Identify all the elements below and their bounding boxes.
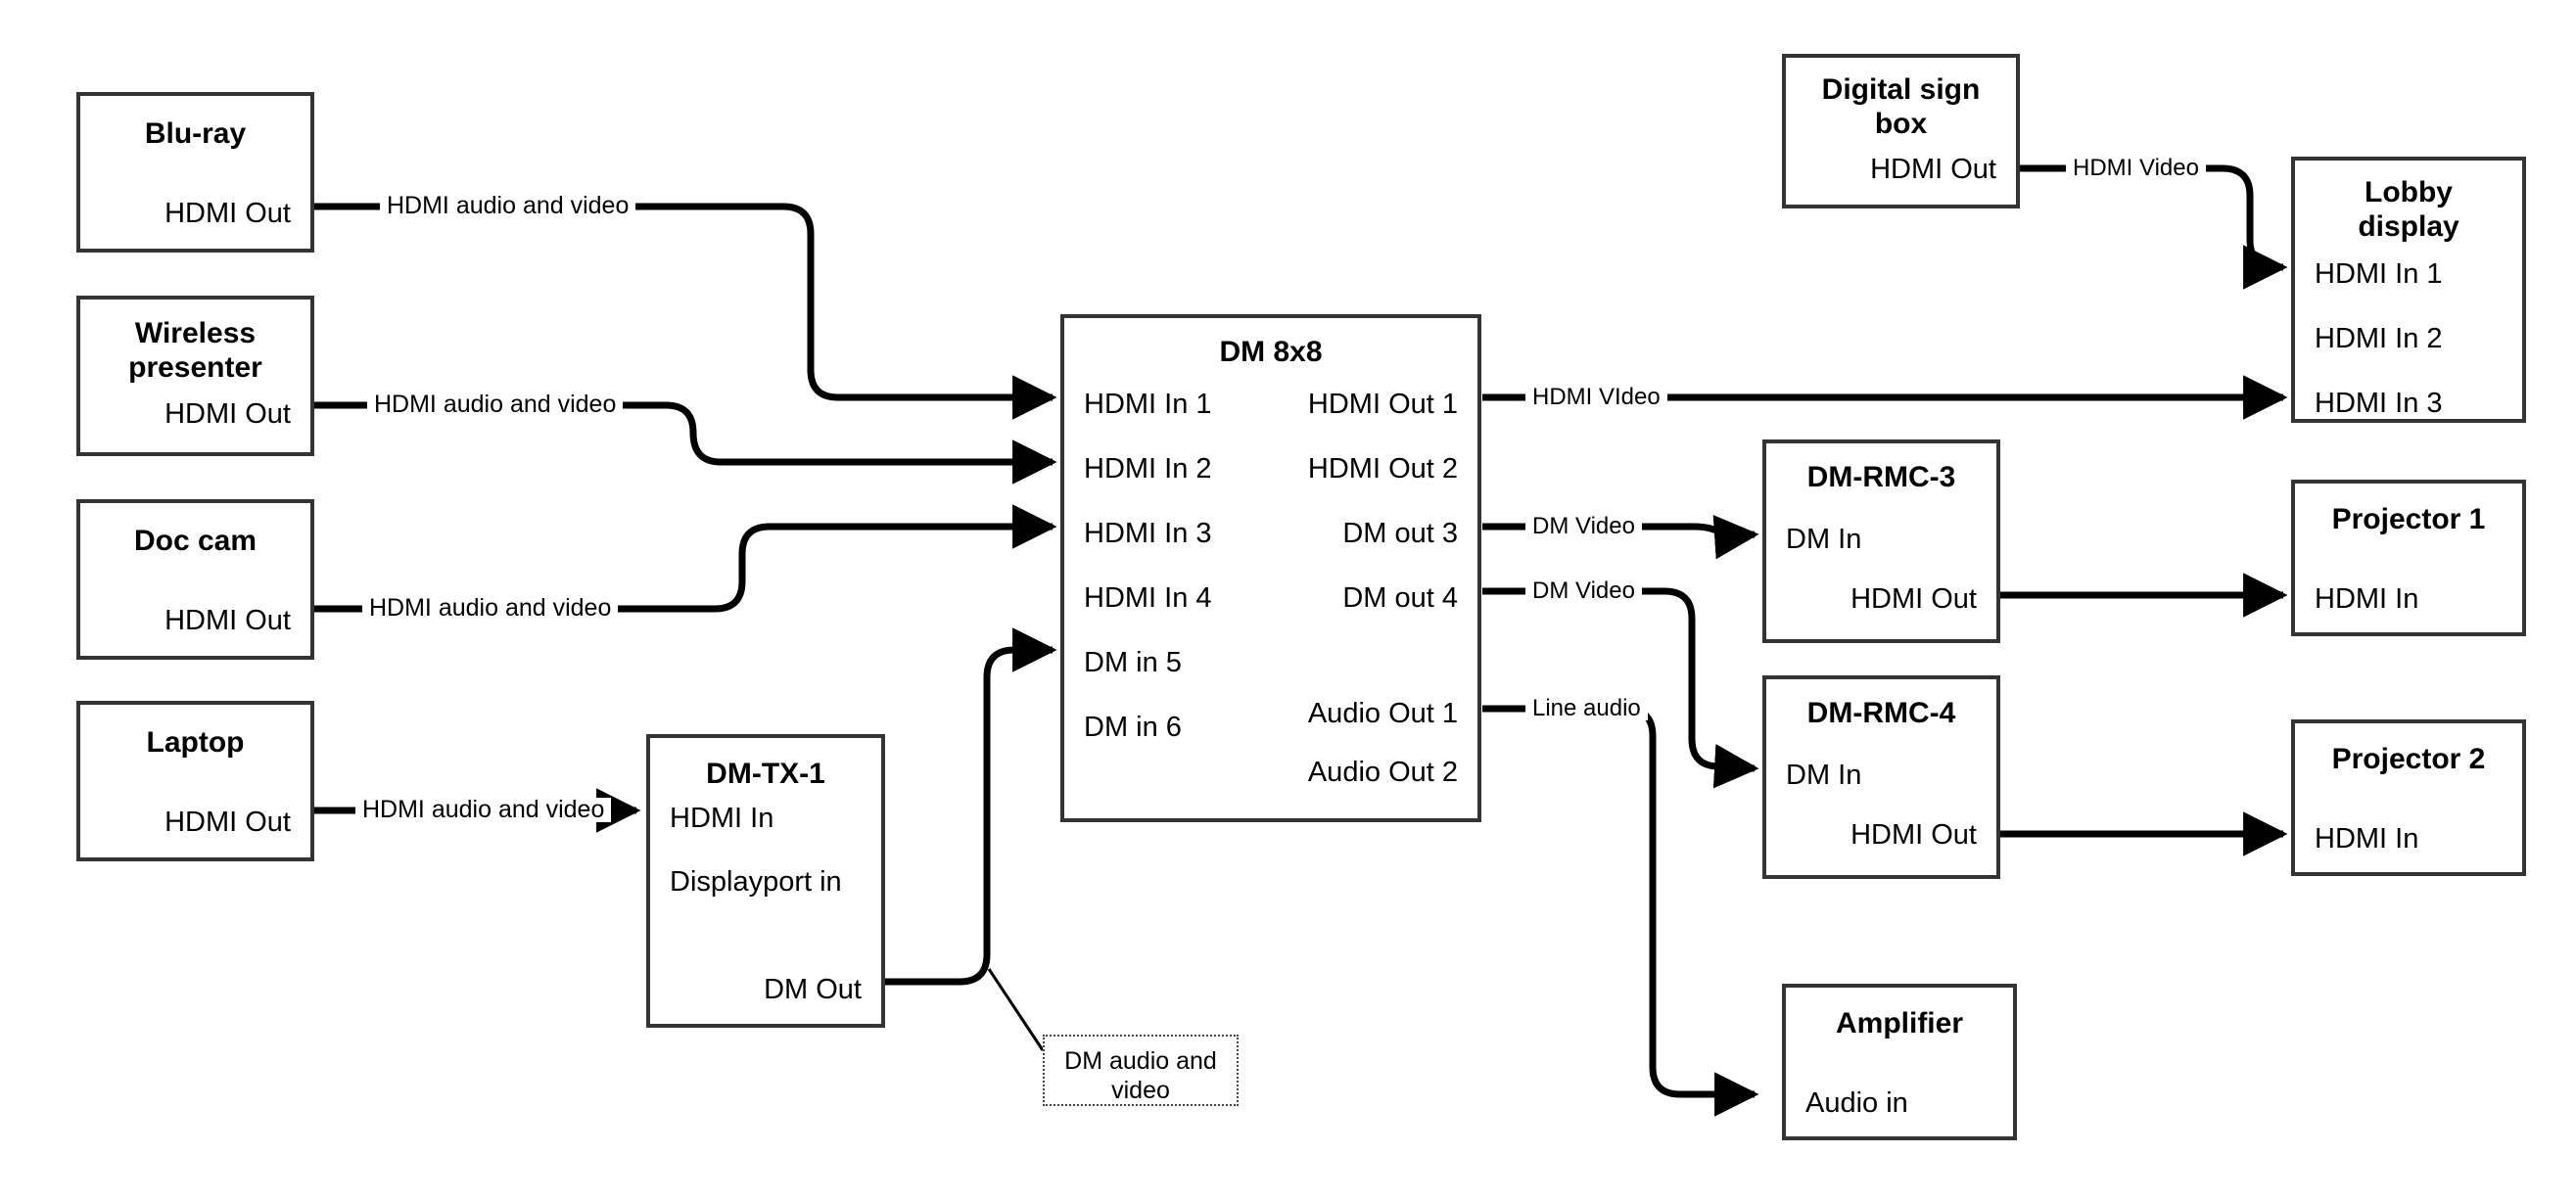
- port-dm8x8-hdmi-in-4: HDMI In 4: [1084, 582, 1212, 614]
- node-bluray-title: Blu-ray: [144, 117, 247, 150]
- node-amplifier-title: Amplifier: [1835, 1007, 1964, 1039]
- port-lobby-hdmi-in-3: HDMI In 3: [2315, 388, 2443, 419]
- wire-label-doccam-hdmi: HDMI audio and video: [362, 596, 619, 621]
- wire-bluray-to-hdmi-in-1: [314, 203, 1057, 420]
- node-projector-1-title: Projector 1: [2331, 503, 2486, 535]
- port-dm8x8-hdmi-out-1: HDMI Out 1: [1307, 389, 1458, 420]
- wire-digitalsign-to-lobby-hdmi-in-1: [2020, 164, 2288, 290]
- port-dm8x8-hdmi-in-2: HDMI In 2: [1084, 453, 1212, 485]
- node-doc-cam-title: Doc cam: [133, 525, 258, 557]
- callout-leader-line: [987, 968, 1045, 1051]
- port-dmtx1-dm-out: DM Out: [764, 974, 862, 1005]
- wire-label-audio-out-1-line-audio: Line audio: [1525, 697, 1648, 720]
- node-bluray[interactable]: Blu-ray HDMI Out: [76, 92, 314, 253]
- port-dm8x8-dm-out-4: DM out 4: [1342, 582, 1458, 614]
- node-projector-2-title: Projector 2: [2331, 743, 2486, 775]
- wire-label-dm-out-4-video: DM Video: [1525, 579, 1642, 603]
- node-digital-sign-box-title: Digital sign box: [1821, 73, 1981, 140]
- node-lobby-display[interactable]: Lobby display HDMI In 1 HDMI In 2 HDMI I…: [2291, 157, 2526, 423]
- port-dmrmc4-dm-in: DM In: [1786, 760, 1862, 791]
- node-dm-tx-1[interactable]: DM-TX-1 HDMI In Displayport in DM Out: [646, 734, 885, 1028]
- wire-label-laptop-hdmi: HDMI audio and video: [355, 798, 612, 822]
- node-dm-rmc-4-title: DM-RMC-4: [1806, 697, 1956, 729]
- node-laptop-title: Laptop: [146, 726, 245, 759]
- node-laptop[interactable]: Laptop HDMI Out: [76, 701, 314, 861]
- port-dmrmc3-hdmi-out: HDMI Out: [1850, 583, 1977, 615]
- port-digitalsign-hdmi-out: HDMI Out: [1870, 154, 1996, 185]
- port-dmrmc4-hdmi-out: HDMI Out: [1850, 819, 1977, 851]
- port-lobby-hdmi-in-1: HDMI In 1: [2315, 258, 2443, 290]
- node-dm-rmc-4[interactable]: DM-RMC-4 DM In HDMI Out: [1762, 675, 2000, 879]
- callout-dm-audio-and-video: DM audio and video: [1043, 1035, 1239, 1106]
- node-projector-2[interactable]: Projector 2 HDMI In: [2291, 719, 2526, 876]
- port-dmrmc3-dm-in: DM In: [1786, 524, 1862, 555]
- node-dm-rmc-3-title: DM-RMC-3: [1806, 461, 1956, 493]
- port-dmtx1-displayport-in: Displayport in: [670, 866, 842, 898]
- node-doc-cam[interactable]: Doc cam HDMI Out: [76, 499, 314, 660]
- node-projector-1[interactable]: Projector 1 HDMI In: [2291, 480, 2526, 636]
- node-dm-rmc-3[interactable]: DM-RMC-3 DM In HDMI Out: [1762, 439, 2000, 643]
- node-dm-8x8[interactable]: DM 8x8 HDMI In 1 HDMI In 2 HDMI In 3 HDM…: [1060, 314, 1481, 822]
- port-dmtx1-hdmi-in: HDMI In: [670, 803, 774, 834]
- port-bluray-hdmi-out: HDMI Out: [164, 198, 291, 229]
- port-dm8x8-audio-out-1: Audio Out 1: [1307, 698, 1458, 729]
- wire-dm-out-4-to-dmrmc4: [1482, 587, 1759, 789]
- node-lobby-display-title: Lobby display: [2358, 176, 2459, 243]
- port-wireless-hdmi-out: HDMI Out: [164, 398, 291, 430]
- node-wireless-presenter[interactable]: Wireless presenter HDMI Out: [76, 296, 314, 456]
- port-lobby-hdmi-in-2: HDMI In 2: [2315, 323, 2443, 354]
- port-dm8x8-hdmi-out-2: HDMI Out 2: [1307, 453, 1458, 485]
- wire-label-digitalsign-hdmi-video: HDMI Video: [2066, 157, 2206, 180]
- wire-label-dm-out-3-video: DM Video: [1525, 515, 1642, 538]
- wire-audio-out-1-to-amplifier: [1482, 705, 1759, 1117]
- port-dm8x8-audio-out-2: Audio Out 2: [1307, 757, 1458, 788]
- node-dm-tx-1-title: DM-TX-1: [706, 758, 825, 790]
- port-projector2-hdmi-in: HDMI In: [2315, 823, 2419, 855]
- wire-label-wireless-hdmi: HDMI audio and video: [367, 393, 624, 417]
- node-wireless-presenter-title: Wireless presenter: [128, 317, 262, 384]
- port-dm8x8-hdmi-in-1: HDMI In 1: [1084, 389, 1212, 420]
- node-dm-8x8-title: DM 8x8: [1219, 336, 1323, 368]
- wire-dmtx1-to-dm-in-5: [885, 627, 1057, 986]
- port-laptop-hdmi-out: HDMI Out: [164, 807, 291, 838]
- wire-label-hdmi-out-1-video: HDMI VIdeo: [1525, 386, 1667, 409]
- node-amplifier[interactable]: Amplifier Audio in: [1782, 984, 2017, 1140]
- port-dm8x8-dm-out-3: DM out 3: [1342, 518, 1458, 549]
- port-amplifier-audio-in: Audio in: [1805, 1087, 1908, 1119]
- port-dm8x8-dm-in-5: DM in 5: [1084, 647, 1182, 678]
- port-dm8x8-dm-in-6: DM in 6: [1084, 712, 1182, 743]
- wire-label-bluray-hdmi: HDMI audio and video: [380, 194, 636, 218]
- port-doccam-hdmi-out: HDMI Out: [164, 605, 291, 636]
- port-projector1-hdmi-in: HDMI In: [2315, 583, 2419, 615]
- port-dm8x8-hdmi-in-3: HDMI In 3: [1084, 518, 1212, 549]
- node-digital-sign-box[interactable]: Digital sign box HDMI Out: [1782, 54, 2020, 208]
